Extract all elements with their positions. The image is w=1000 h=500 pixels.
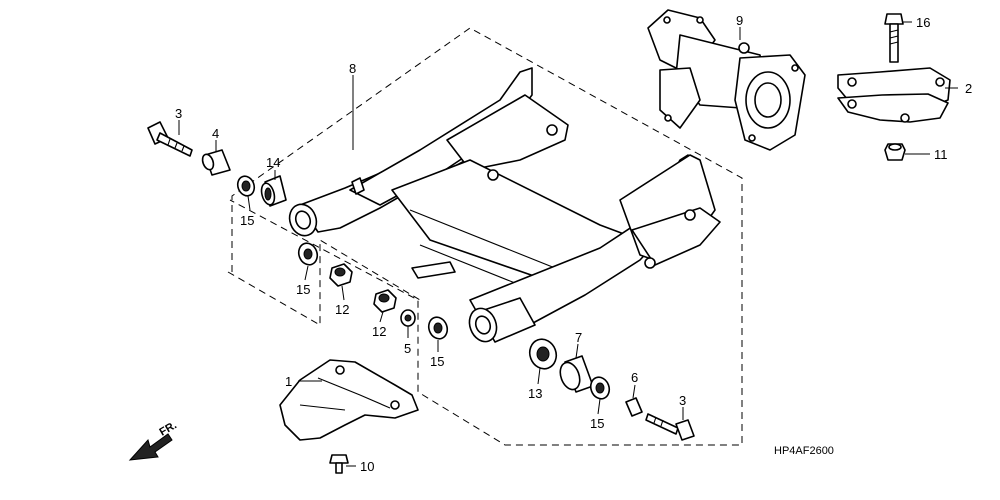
label-part-14: 14: [266, 155, 280, 170]
swingarm-assembly-boundary: [229, 27, 743, 446]
label-part-15-a: 15: [240, 213, 254, 228]
label-part-13: 13: [528, 386, 542, 401]
dust-seal-15d: [589, 376, 611, 400]
label-part-12-a: 12: [335, 302, 349, 317]
label-part-10: 10: [360, 459, 374, 474]
label-part-15-b: 15: [296, 282, 310, 297]
leader-lines: [178, 21, 958, 467]
dust-seal-15b: [297, 242, 319, 266]
subassembly-boundary: [227, 239, 421, 326]
bearing-housing: [647, 9, 806, 151]
label-part-2: 2: [965, 81, 972, 96]
label-part-15-c: 15: [430, 354, 444, 369]
nut-12b: [373, 289, 397, 313]
needle-bearing-14: [260, 175, 287, 207]
washer-5: [400, 309, 416, 327]
dust-seal-15a: [236, 175, 256, 197]
dust-seal-15c: [427, 316, 449, 340]
label-part-4: 4: [212, 126, 219, 141]
collar-4: [201, 149, 231, 176]
flange-bolt-16: [884, 13, 904, 63]
label-part-3-left: 3: [175, 106, 182, 121]
fr-label: FR.: [158, 419, 179, 438]
skid-plate-1: [279, 359, 419, 441]
collar-6: [625, 397, 643, 417]
mounting-plate: [837, 67, 951, 123]
label-part-1: 1: [285, 374, 292, 389]
front-direction-arrow: FR.: [128, 419, 179, 461]
collar-7: [559, 355, 594, 393]
label-part-16: 16: [916, 15, 930, 30]
flange-nut-11: [884, 143, 906, 161]
diagram-code: HP4AF2600: [774, 445, 834, 457]
label-part-9: 9: [736, 13, 743, 28]
label-part-8: 8: [349, 61, 356, 76]
bolt-3-right: [645, 413, 695, 441]
label-part-3-right: 3: [679, 393, 686, 408]
label-part-5: 5: [404, 341, 411, 356]
bolt-3-left: [147, 121, 193, 157]
label-part-11: 11: [934, 147, 948, 162]
needle-bearing-13: [528, 338, 558, 370]
label-part-7: 7: [575, 330, 582, 345]
bolt-10: [329, 454, 349, 474]
label-part-12-b: 12: [372, 324, 386, 339]
swingarm: [288, 67, 721, 343]
label-part-6: 6: [631, 370, 638, 385]
label-part-15-d: 15: [590, 416, 604, 431]
nut-12a: [329, 263, 353, 287]
